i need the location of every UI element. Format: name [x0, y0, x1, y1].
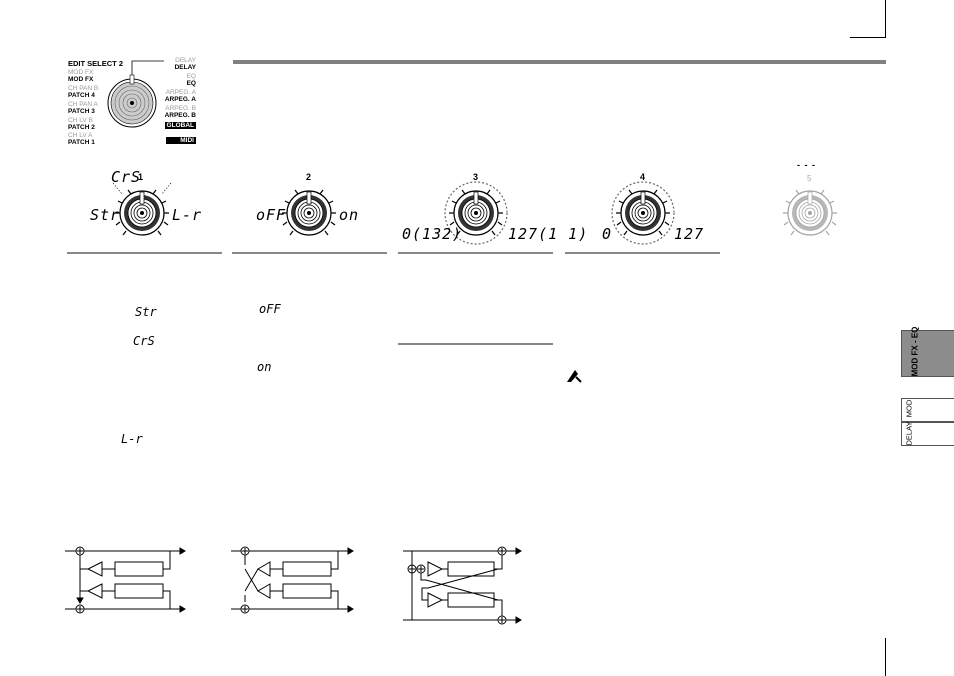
note-icon — [567, 370, 582, 383]
knob-5 — [782, 189, 838, 236]
tab-delay[interactable]: DELAY — [901, 421, 954, 446]
knob-5-top-label: - - - — [797, 160, 816, 170]
panel-left-alt-1: MOD FX — [68, 69, 94, 76]
knob-1-right-label: L-r — [172, 206, 203, 224]
corner-mark-top-horizontal — [850, 37, 886, 38]
header-rule — [233, 60, 886, 64]
panel-right-main-4: ARPEG. B — [164, 112, 196, 119]
knob-5-number: 5 — [807, 174, 812, 183]
diagram-cross — [231, 546, 354, 614]
tab-mod-fx-eq[interactable]: MOD FX - EQ — [901, 326, 954, 377]
panel-left-alt-5: CH LV A — [68, 132, 93, 139]
tab-mod[interactable]: MOD — [901, 398, 954, 422]
diagram-stereo — [65, 546, 186, 614]
panel-right-main-3: ARPEG. A — [164, 96, 196, 103]
knob-3-number: 3 — [473, 172, 479, 182]
panel-right-alt-2: EQ — [186, 73, 196, 80]
panel-left-main-5: PATCH 1 — [68, 139, 95, 146]
knob-3-right-label: 127(1 1) — [508, 225, 589, 243]
panel-left-main-3: PATCH 3 — [68, 108, 95, 115]
knob-2-left-label: oFF — [256, 206, 287, 224]
knob-2-number: 2 — [306, 172, 312, 182]
panel-global-badge: GLOBAL — [164, 122, 196, 129]
panel-right-alt-4: ARPEG. B — [165, 105, 196, 112]
knob-row — [112, 181, 838, 245]
panel-right-alt-3: ARPEG. A — [165, 89, 196, 96]
panel-left-alt-4: CH LV B — [68, 117, 93, 124]
panel-left-main-1: MOD FX — [68, 76, 94, 83]
knob-4-left-label: 0 — [602, 225, 613, 243]
selector-dial-icon — [107, 60, 164, 128]
corner-mark-top-vertical — [885, 0, 886, 38]
knob-2-right-label: on — [339, 206, 360, 224]
panel-right-main-2: EQ — [186, 80, 196, 87]
knob-1 — [114, 189, 170, 236]
tab-mod-label: MOD — [904, 399, 914, 418]
section-rule-5 — [398, 343, 553, 345]
panel-left-main-4: PATCH 2 — [68, 124, 95, 131]
edit-select-panel: EDIT SELECT 2 MOD FX MOD FX CH PAN B PAT… — [68, 55, 196, 150]
section-rule-3 — [398, 252, 553, 254]
tab-mod-fx-eq-label: MOD FX - EQ — [910, 326, 920, 377]
body-on-label: on — [257, 360, 272, 374]
knob-2 — [281, 189, 337, 236]
panel-right-main-1: DELAY — [174, 64, 196, 71]
knob-1-number: 1 — [138, 172, 144, 182]
section-rule-1 — [67, 252, 222, 254]
tab-delay-label: DELAY — [904, 421, 914, 446]
knob-4-right-label: 127 — [674, 225, 705, 243]
section-rule-4 — [565, 252, 720, 254]
panel-title: EDIT SELECT 2 — [68, 59, 124, 68]
corner-mark-bottom-vertical — [885, 638, 886, 676]
panel-midi-badge: MIDI — [166, 137, 196, 144]
panel-right-alt-1: DELAY — [175, 57, 196, 64]
knob-4 — [611, 181, 675, 245]
panel-left-alt-2: CH PAN B — [68, 85, 99, 92]
knob-3 — [444, 181, 508, 245]
knob-4-number: 4 — [640, 172, 646, 182]
knob-1-top-label: CrS — [111, 168, 142, 186]
knob-1-left-label: Str — [90, 206, 121, 224]
body-crs-label: CrS — [133, 334, 155, 348]
panel-left-main-2: PATCH 4 — [68, 92, 95, 99]
diagram-ping-pong — [403, 546, 522, 625]
body-off-label: oFF — [259, 302, 281, 316]
body-str-label: Str — [135, 305, 157, 319]
section-rule-2 — [232, 252, 387, 254]
panel-left-alt-3: CH PAN A — [68, 101, 98, 108]
body-lr-label: L-r — [121, 432, 143, 446]
knob-3-left-label: 0(132) — [402, 225, 463, 243]
